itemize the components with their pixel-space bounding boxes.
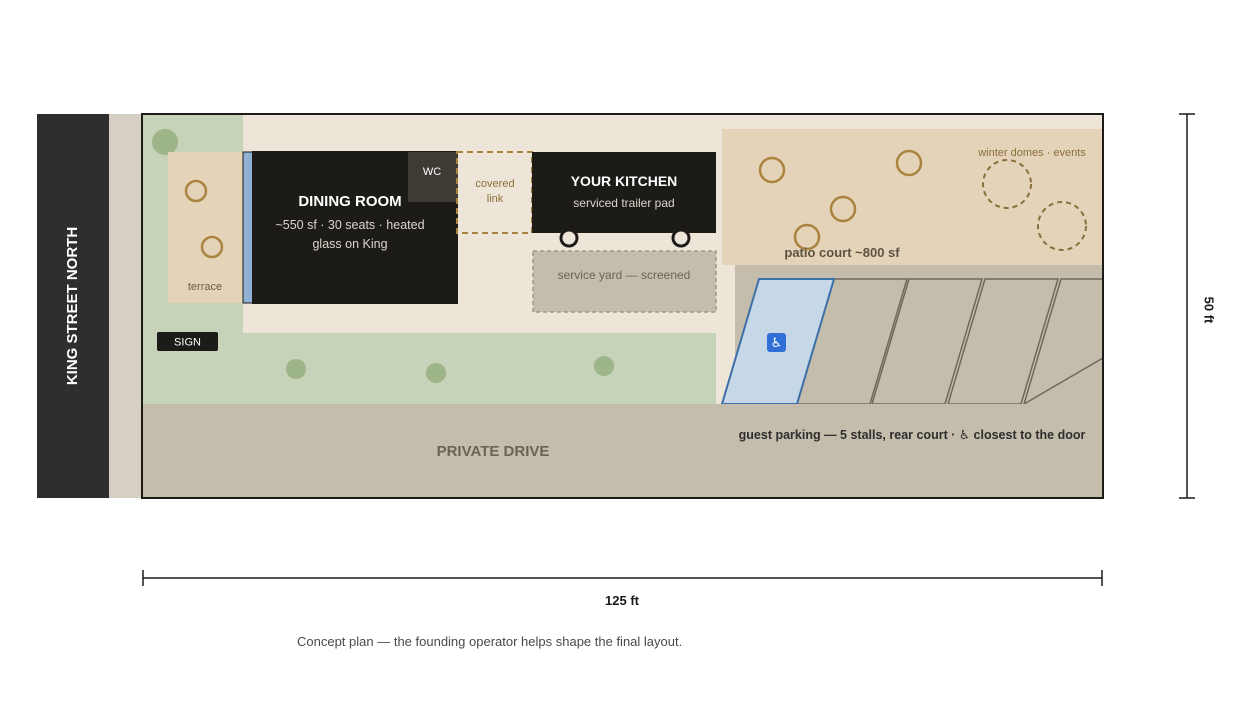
patio-table (829, 195, 857, 223)
dining-room-title: DINING ROOM (298, 193, 401, 210)
service-yard (532, 250, 717, 313)
covered-link-label-2: link (487, 193, 504, 205)
dining-room-details-2: glass on King (312, 237, 387, 251)
width-dimension-label: 125 ft (605, 593, 640, 608)
lot-boundary (141, 113, 1104, 499)
tree (426, 363, 446, 383)
dining-room-details: ~550 sf · 30 seats · heated (275, 218, 424, 232)
site-sign (157, 332, 218, 351)
wc-label: WC (423, 166, 441, 178)
parking-stalls (795, 278, 1104, 406)
tree (594, 356, 614, 376)
terrace-label: terrace (188, 281, 222, 293)
tree (152, 129, 178, 155)
plan-caption: Concept plan — the founding operator hel… (297, 634, 683, 649)
street-label: KING STREET NORTH (64, 227, 81, 385)
winter-dome (1037, 201, 1087, 251)
patio-table (758, 156, 786, 184)
tree (286, 359, 306, 379)
king-street (37, 114, 109, 498)
glass-facade (242, 151, 254, 304)
accessible-icon-bg (767, 333, 786, 352)
parking-label: guest parking — 5 stalls, rear court · ♿… (739, 428, 1086, 442)
kitchen-trailer (532, 152, 716, 233)
kitchen-title: YOUR KITCHEN (571, 173, 678, 189)
kitchen-subtitle: serviced trailer pad (573, 196, 674, 210)
winter-domes-label: winter domes · events (977, 147, 1086, 159)
sign-label: SIGN (174, 337, 201, 349)
trailer-wheel (671, 228, 691, 248)
patio-table (793, 223, 821, 251)
terrace-table (200, 235, 224, 259)
service-yard-label: service yard — screened (558, 268, 691, 282)
covered-link-label: covered (475, 178, 514, 190)
sidewalk (109, 114, 142, 498)
winter-dome (982, 159, 1032, 209)
accessible-icon: ♿ (771, 335, 783, 350)
trailer-wheel (559, 228, 579, 248)
patio-label: patio court ~800 sf (784, 245, 900, 260)
wc (408, 152, 458, 202)
terrace-table (184, 179, 208, 203)
depth-dimension-label: 50 ft (1202, 297, 1217, 324)
private-drive-label: PRIVATE DRIVE (437, 443, 550, 460)
terrace (168, 152, 244, 303)
private-drive (142, 404, 1103, 498)
patio-table (895, 149, 923, 177)
